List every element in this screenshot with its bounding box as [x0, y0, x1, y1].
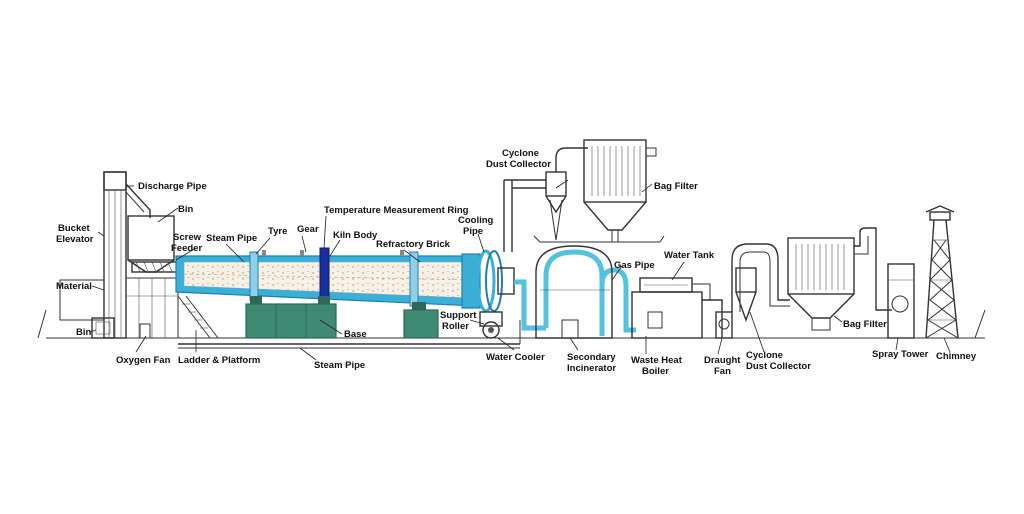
label-gas-pipe: Gas Pipe: [614, 260, 655, 271]
support-roller: [479, 311, 503, 339]
gas-duct: [514, 249, 636, 336]
label-waste-heat-boiler-line2: Boiler: [642, 366, 669, 377]
steam-pipe-lower: [178, 320, 521, 349]
label-bag-filter-right: Bag Filter: [843, 319, 887, 330]
label-cooling-pipe-line2: Pipe: [463, 226, 483, 237]
label-steam-pipe-bottom: Steam Pipe: [314, 360, 365, 371]
storage-bin: [127, 215, 175, 273]
label-bucket-elevator-line2: Elevator: [56, 234, 94, 245]
label-gear: Gear: [297, 224, 319, 235]
rotary-kiln: [175, 247, 481, 309]
label-oxygen-fan: Oxygen Fan: [116, 355, 171, 366]
draught-fan: [702, 299, 733, 339]
label-support-roller-line2: Roller: [442, 321, 469, 332]
label-kiln-body: Kiln Body: [333, 230, 378, 241]
leader-lines: [89, 179, 951, 361]
label-bin-bottom: Bin: [76, 327, 92, 338]
label-cyclone-top-line1: Cyclone: [502, 148, 539, 159]
material-bin: [59, 279, 115, 339]
label-cyclone-right-line2: Dust Collector: [746, 361, 811, 372]
cooling-pipe: [476, 249, 515, 313]
label-cyclone-right-line1: Cyclone: [746, 350, 783, 361]
label-bucket-elevator-line1: Bucket: [58, 223, 91, 234]
label-draught-fan-line2: Fan: [714, 366, 731, 377]
label-chimney: Chimney: [936, 351, 977, 362]
label-secondary-incinerator-line2: Incinerator: [567, 363, 616, 374]
label-cyclone-top-line2: Dust Collector: [486, 159, 551, 170]
label-water-tank: Water Tank: [664, 250, 715, 261]
label-tyre: Tyre: [268, 226, 287, 237]
label-bag-filter-top: Bag Filter: [654, 181, 698, 192]
label-base: Base: [344, 329, 367, 340]
top-dust-collection: [503, 139, 665, 252]
ground-line: [37, 309, 986, 339]
chimney: [925, 205, 959, 339]
label-material: Material: [56, 281, 92, 292]
platform-structure: [125, 277, 179, 339]
label-discharge-pipe: Discharge Pipe: [138, 181, 207, 192]
label-cooling-pipe-line1: Cooling: [458, 215, 494, 226]
label-temperature-ring: Temperature Measurement Ring: [324, 205, 469, 216]
label-steam-pipe-top: Steam Pipe: [206, 233, 257, 244]
label-refractory-brick: Refractory Brick: [376, 239, 451, 250]
label-support-roller-line1: Support: [440, 310, 477, 321]
label-secondary-incinerator-line1: Secondary: [567, 352, 616, 363]
labels: Discharge Pipe Bin Bucket Elevator Mater…: [56, 148, 977, 377]
label-waste-heat-boiler-line1: Waste Heat: [631, 355, 683, 366]
label-water-cooler: Water Cooler: [486, 352, 545, 363]
label-spray-tower: Spray Tower: [872, 349, 929, 360]
label-screw-feeder-line2: Feeder: [171, 243, 202, 254]
waste-heat-boiler: [631, 277, 711, 339]
label-draught-fan-line1: Draught: [704, 355, 741, 366]
ladder: [177, 291, 219, 339]
spray-tower: [887, 263, 915, 339]
label-bin-top: Bin: [178, 204, 194, 215]
label-ladder-platform: Ladder & Platform: [178, 355, 260, 366]
bucket-elevator: [103, 171, 127, 339]
right-dust-collection: [731, 227, 892, 331]
label-screw-feeder-line1: Screw: [173, 232, 202, 243]
